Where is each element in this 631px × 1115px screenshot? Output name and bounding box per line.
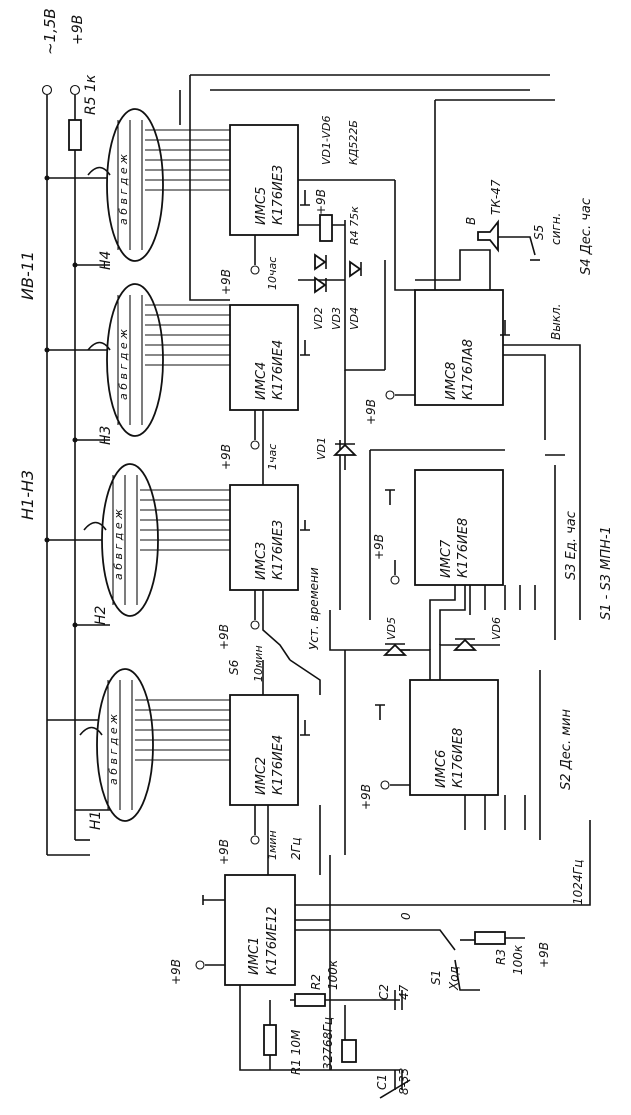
hour10-label: 10час	[266, 257, 279, 290]
min10-label: 10мин	[252, 645, 265, 682]
plus9-imc8: +9В	[364, 399, 378, 425]
s3-label: S3 Ед. час	[564, 511, 579, 580]
r5-label: R5 1к	[83, 74, 99, 115]
r4-label: R4 75к	[348, 206, 361, 245]
tube-h3-label: Н3	[98, 426, 114, 445]
imc2-name: ИМС2	[254, 757, 269, 795]
tube-h4-label: Н4	[98, 251, 114, 270]
chip-imc4	[229, 304, 299, 411]
vd3-label: VD3	[330, 307, 343, 330]
tube-h2-segments: а б в г д е ж	[112, 509, 125, 580]
s-range-label: S1 - S3 МПН-1	[599, 526, 614, 620]
imc2-type: К176ИЕ4	[271, 735, 286, 795]
tube-h3-segments: а б в г д е ж	[117, 329, 130, 400]
imc7-name: ИМС7	[439, 539, 454, 578]
chip-imc3	[229, 484, 299, 591]
plus9-imc1: +9В	[169, 959, 183, 985]
vd1-label: VD1	[315, 437, 328, 460]
plus9-imc4: +9В	[219, 444, 233, 470]
imc8-type: К176ЛА8	[461, 339, 476, 400]
speaker-label: ТК-47	[489, 179, 503, 215]
tube-h4-segments: а б в г д е ж	[117, 154, 130, 225]
hour1-label: 1час	[266, 444, 279, 470]
vd5-label: VD5	[385, 617, 398, 640]
segment-buses	[135, 129, 230, 761]
tube-h1-label: Н1	[88, 811, 104, 830]
c1-label: С1	[375, 1074, 389, 1090]
set-time-label: Уст. времени	[307, 567, 321, 650]
imc1-name: ИМС1	[247, 937, 262, 975]
imc8-name: ИМС8	[444, 362, 459, 400]
r2-label: R2	[309, 974, 323, 990]
s4-label: S4 Дес. час	[579, 198, 594, 275]
s1-zero-label: 0	[399, 912, 413, 920]
s1-label: S1	[429, 970, 443, 985]
tube-h2-label: Н2	[93, 605, 109, 625]
vd4-label: VD4	[348, 307, 361, 330]
chip-imc6	[409, 679, 499, 796]
plus9-imc2: +9В	[217, 839, 231, 865]
tube-h3	[87, 283, 164, 437]
chip-imc2	[229, 694, 299, 806]
chip-imc5	[229, 124, 299, 236]
speaker-b-label: В	[464, 217, 478, 225]
diodes	[314, 253, 478, 656]
r3-label: R3	[494, 949, 508, 965]
imc3-type: К176ИЕ3	[271, 520, 286, 580]
r3-value: 100к	[511, 944, 525, 975]
labels: ~1,5В +9В R5 1к ИВ-11 Н1-Н3 Н4 Н3 Н2 Н1 …	[18, 8, 614, 1095]
imc7-type: К176ИЕ8	[456, 518, 471, 578]
vd2-label: VD2	[312, 307, 325, 330]
imc4-name: ИМС4	[254, 362, 269, 400]
s1-mode-label: Ход	[447, 966, 461, 991]
tubes-range-label: Н1-Н3	[18, 470, 37, 520]
supply-ac-label: ~1,5В	[41, 8, 59, 55]
r1-label: R1 10М	[289, 1029, 303, 1075]
imc1-type: К176ИЕ12	[265, 906, 280, 975]
plus9-imc3: +9В	[217, 624, 231, 650]
plus9-s1: +9В	[537, 942, 551, 968]
s5-off-label: Выкл.	[549, 304, 563, 340]
chip-imc7	[414, 469, 504, 586]
imc6-type: К176ИЕ8	[451, 728, 466, 788]
imc5-type: К176ИЕ3	[271, 165, 286, 225]
plus9-imc5: +9В	[219, 269, 233, 295]
tube-h1-segments: а б в г д е ж	[107, 714, 120, 785]
s2-label: S2 Дес. мин	[559, 709, 574, 790]
imc4-type: К176ИЕ4	[271, 340, 286, 400]
imc6-name: ИМС6	[434, 750, 449, 788]
hz2-label: 2Гц	[289, 838, 303, 861]
imc3-name: ИМС3	[254, 542, 269, 580]
r2-value: 100к	[326, 959, 340, 990]
c2-value: 47	[397, 984, 411, 1000]
tube-h1	[79, 668, 154, 822]
s5-label: S5	[532, 225, 546, 240]
tubes-type-label: ИВ-11	[18, 251, 37, 300]
interconnect	[179, 74, 591, 1099]
chip-imc1	[224, 874, 296, 986]
supply-dc-label: +9В	[70, 15, 86, 45]
plus9-r4: +9В	[314, 189, 328, 215]
hz1024-label: 1024Гц	[571, 860, 585, 905]
c1-value: 8-33	[397, 1068, 411, 1095]
c2-label: С2	[377, 984, 391, 1000]
tube-h4	[87, 108, 164, 262]
imc5-name: ИМС5	[254, 187, 269, 225]
plus9-imc6: +9В	[359, 784, 373, 810]
min1-label: 1мин	[266, 830, 279, 860]
chip-imc8	[414, 289, 504, 406]
plus9-imc7: +9В	[372, 534, 386, 560]
vd-type-label: КД522Б	[347, 120, 360, 165]
s5-sig-label: сигн.	[549, 213, 563, 245]
hz32768-label: 32768Гц	[321, 1017, 335, 1070]
vd-range-label: VD1-VD6	[320, 115, 333, 165]
vd6-label: VD6	[490, 617, 503, 640]
s6-label: S6	[227, 659, 241, 675]
